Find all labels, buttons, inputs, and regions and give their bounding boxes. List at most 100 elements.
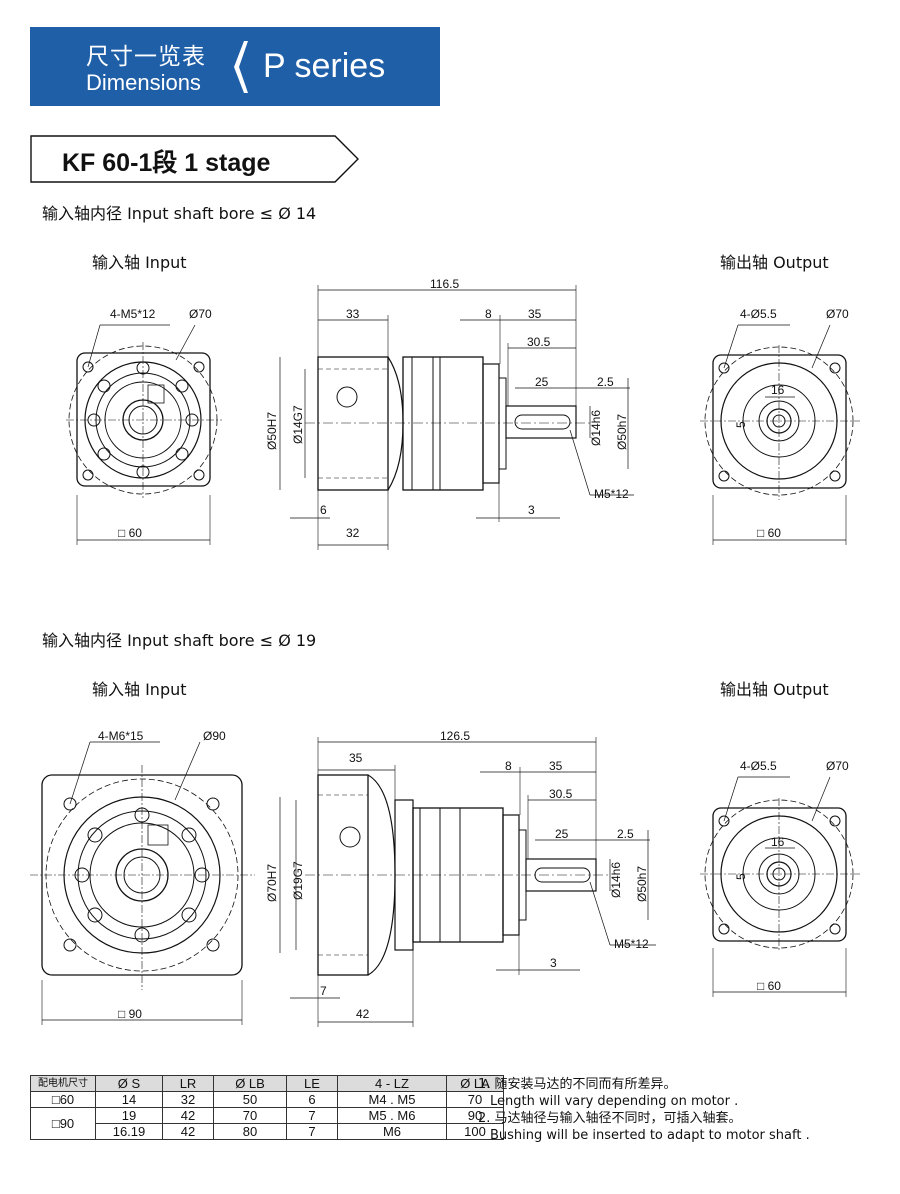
input-flange-view-2 <box>30 741 255 1025</box>
section1-bore-label: 输入轴内径 Input shaft bore ≤ Ø 14 <box>42 204 317 223</box>
s2-output-pilot: Ø50h7 <box>635 865 649 902</box>
s1-bore-dia: Ø50H7 <box>265 411 279 450</box>
s1-dim-6: 6 <box>320 503 327 517</box>
table-cell: 90 <box>446 1107 504 1124</box>
input-flange-view-1 <box>66 324 222 545</box>
s1-output-square: □ 60 <box>757 526 781 540</box>
series-title: P series <box>263 47 386 85</box>
table-cell: 42 <box>162 1107 214 1124</box>
s2-dim-3: 3 <box>550 956 557 970</box>
s1-input-square: □ 60 <box>118 526 142 540</box>
table-cell: 19 <box>95 1107 163 1124</box>
section2-bore-label: 输入轴内径 Input shaft bore ≤ Ø 19 <box>42 631 317 650</box>
output-flange-view-1 <box>700 324 860 545</box>
header-banner: 尺寸一览表 Dimensions P series <box>30 27 440 106</box>
table-header: Ø LB <box>213 1075 287 1092</box>
table-cell: 50 <box>213 1091 287 1108</box>
s2-output-pcd: Ø70 <box>826 759 849 773</box>
header-title-en: Dimensions <box>86 70 201 95</box>
s1-dim-8: 8 <box>485 307 492 321</box>
note-1-en: Length will vary depending on motor . <box>490 1094 739 1109</box>
s2-output-square: □ 60 <box>757 979 781 993</box>
s1-dim-3: 3 <box>528 503 535 517</box>
table-cell: 16.19 <box>95 1123 163 1140</box>
table-cell: 14 <box>95 1091 163 1108</box>
s1-dim-35: 35 <box>528 307 542 321</box>
section1-input-label: 输入轴 Input <box>92 253 187 272</box>
footnotes: 1. 随安装马达的不同而有所差异。 Length will vary depen… <box>478 1076 810 1144</box>
note-2-cn: 2. 马达轴径与输入轴径不同时，可插入轴套。 <box>478 1111 742 1126</box>
table-cell: 7 <box>286 1123 338 1140</box>
table-cell: 42 <box>162 1123 214 1140</box>
s2-output-dim-5: 5 <box>734 873 748 880</box>
s1-output-pilot: Ø50h7 <box>615 413 629 450</box>
s2-shaft-dia: Ø19G7 <box>291 861 305 900</box>
s1-shaft-dia: Ø14G7 <box>291 405 305 444</box>
stage-label-frame <box>30 135 359 183</box>
section2-output-label: 输出轴 Output <box>720 680 829 699</box>
s1-dim-30-5: 30.5 <box>527 335 551 349</box>
note-1-cn: 1. 随安装马达的不同而有所差异。 <box>478 1077 677 1092</box>
table-cell: □90 <box>30 1107 96 1140</box>
motor-spec-table: 配电机尺寸 Ø S LR Ø LB LE 4 - LZ Ø LA □60 14 … <box>30 1075 504 1140</box>
s1-dim-25: 25 <box>535 375 549 389</box>
s1-dim-2-5: 2.5 <box>597 375 614 389</box>
table-cell: 80 <box>213 1123 287 1140</box>
s1-dim-33: 33 <box>346 307 360 321</box>
s1-output-dim-5: 5 <box>734 421 748 428</box>
table-cell: 6 <box>286 1091 338 1108</box>
s1-input-pcd: Ø70 <box>189 307 212 321</box>
output-flange-view-2 <box>700 776 860 997</box>
side-view-1 <box>279 285 634 550</box>
s2-dim-35: 35 <box>549 759 563 773</box>
s2-output-dim-16: 16 <box>771 835 785 849</box>
s1-output-dim-16: 16 <box>771 383 785 397</box>
stage-label: KF 60-1段 1 stage <box>62 149 271 177</box>
s1-output-shaft: Ø14h6 <box>589 409 603 446</box>
side-view-2 <box>279 737 656 1027</box>
header-title-cn: 尺寸一览表 <box>86 44 206 70</box>
s2-dim-7: 7 <box>320 984 327 998</box>
table-cell: M5 . M6 <box>337 1107 447 1124</box>
table-row: □90 19 42 70 7 M5 . M6 90 <box>30 1107 504 1140</box>
s1-output-holes: 4-Ø5.5 <box>740 307 777 321</box>
s2-dim-25: 25 <box>555 827 569 841</box>
section1-output-label: 输出轴 Output <box>720 253 829 272</box>
s1-input-holes: 4-M5*12 <box>110 307 156 321</box>
chevron-left-icon <box>234 41 248 93</box>
note-2-en: Bushing will be inserted to adapt to mot… <box>490 1128 810 1143</box>
s2-dim-8: 8 <box>505 759 512 773</box>
s2-thread: M5*12 <box>614 937 649 951</box>
s2-input-holes: 4-M6*15 <box>98 729 144 743</box>
s1-total-length: 116.5 <box>430 277 460 291</box>
s2-dim-2-5: 2.5 <box>617 827 634 841</box>
s2-bore-dia: Ø70H7 <box>265 863 279 902</box>
s1-output-pcd: Ø70 <box>826 307 849 321</box>
table-header: LE <box>286 1075 338 1092</box>
table-cell: □60 <box>30 1091 96 1108</box>
table-row: 16.19 42 80 7 M6 100 <box>31 1123 504 1140</box>
table-header: Ø S <box>95 1075 163 1092</box>
table-header: 配电机尺寸 <box>30 1075 96 1092</box>
table-cell: M4 . M5 <box>337 1091 447 1108</box>
table-cell: 100 <box>446 1123 504 1140</box>
s2-dim-35a: 35 <box>349 751 363 765</box>
s2-input-square: □ 90 <box>118 1007 142 1021</box>
table-row: □60 14 32 50 6 M4 . M5 70 <box>30 1091 504 1108</box>
s2-output-holes: 4-Ø5.5 <box>740 759 777 773</box>
section2-input-label: 输入轴 Input <box>92 680 187 699</box>
table-cell: M6 <box>337 1123 447 1140</box>
s2-total-length: 126.5 <box>440 729 471 743</box>
s1-thread: M5*12 <box>594 487 629 501</box>
table-header-row: 配电机尺寸 Ø S LR Ø LB LE 4 - LZ Ø LA <box>30 1075 504 1092</box>
s2-input-pcd: Ø90 <box>203 729 226 743</box>
table-cell: 7 <box>286 1107 338 1124</box>
table-cell: 32 <box>162 1091 214 1108</box>
s2-dim-30-5: 30.5 <box>549 787 573 801</box>
table-header: LR <box>162 1075 214 1092</box>
table-header: 4 - LZ <box>337 1075 447 1092</box>
s2-dim-42: 42 <box>356 1007 370 1021</box>
table-cell: 70 <box>213 1107 287 1124</box>
s2-output-shaft: Ø14h6 <box>609 861 623 898</box>
